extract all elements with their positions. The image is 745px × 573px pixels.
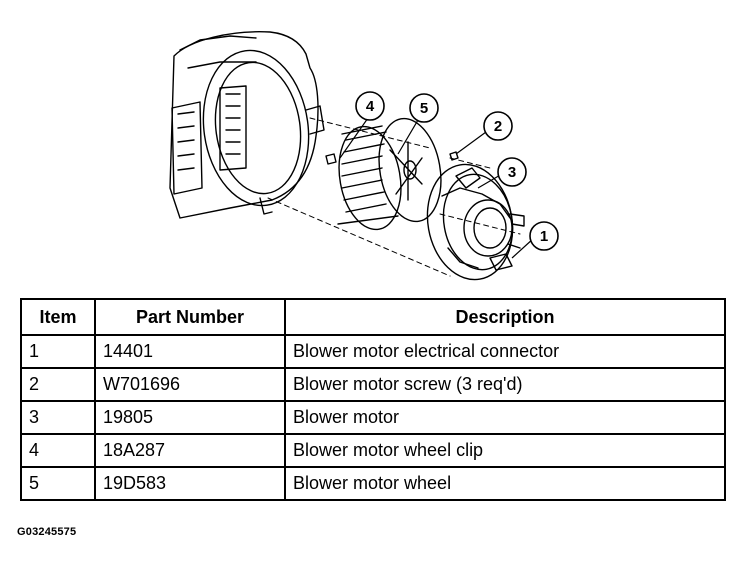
blower-motor-wheel (337, 117, 442, 231)
header-description: Description (284, 298, 726, 336)
cell-item: 5 (20, 466, 96, 501)
cell-part-number: W701696 (94, 367, 286, 402)
callout-5-label: 5 (420, 100, 428, 117)
callout-3-label: 3 (508, 164, 516, 181)
cell-description: Blower motor wheel (284, 466, 726, 501)
cell-description: Blower motor (284, 400, 726, 435)
cell-item: 4 (20, 433, 96, 468)
cell-description: Blower motor wheel clip (284, 433, 726, 468)
callout-2-label: 2 (494, 118, 502, 135)
motor-screw (449, 151, 459, 161)
cell-part-number: 19805 (94, 400, 286, 435)
table-header-row: Item Part Number Description (20, 298, 726, 336)
table-row: 3 19805 Blower motor (20, 400, 726, 435)
blower-housing (169, 31, 325, 219)
cell-part-number: 18A287 (94, 433, 286, 468)
callout-4-label: 4 (366, 98, 375, 115)
electrical-connector (489, 253, 513, 271)
table-row: 1 14401 Blower motor electrical connecto… (20, 334, 726, 369)
cell-part-number: 14401 (94, 334, 286, 369)
callout-1-label: 1 (540, 228, 548, 245)
cell-description: Blower motor screw (3 req'd) (284, 367, 726, 402)
table-row: 5 19D583 Blower motor wheel (20, 466, 726, 501)
callout-4: 4 (339, 91, 385, 159)
cell-part-number: 19D583 (94, 466, 286, 501)
cell-item: 3 (20, 400, 96, 435)
figure-id: G03245575 (17, 526, 77, 538)
callout-3: 3 (477, 157, 527, 189)
header-item: Item (20, 298, 96, 336)
callout-5: 5 (397, 93, 439, 155)
blower-motor (426, 163, 525, 281)
wheel-clip (325, 153, 337, 165)
assembly-lines (267, 117, 521, 277)
cell-description: Blower motor electrical connector (284, 334, 726, 369)
table-row: 4 18A287 Blower motor wheel clip (20, 433, 726, 468)
callout-1: 1 (511, 221, 559, 259)
table-row: 2 W701696 Blower motor screw (3 req'd) (20, 367, 726, 402)
callout-2: 2 (455, 111, 513, 155)
cell-item: 2 (20, 367, 96, 402)
blower-motor-exploded-diagram: 4 5 2 3 1 (169, 31, 559, 281)
cell-item: 1 (20, 334, 96, 369)
parts-table: Item Part Number Description 1 14401 Blo… (20, 298, 726, 501)
header-part-number: Part Number (94, 298, 286, 336)
